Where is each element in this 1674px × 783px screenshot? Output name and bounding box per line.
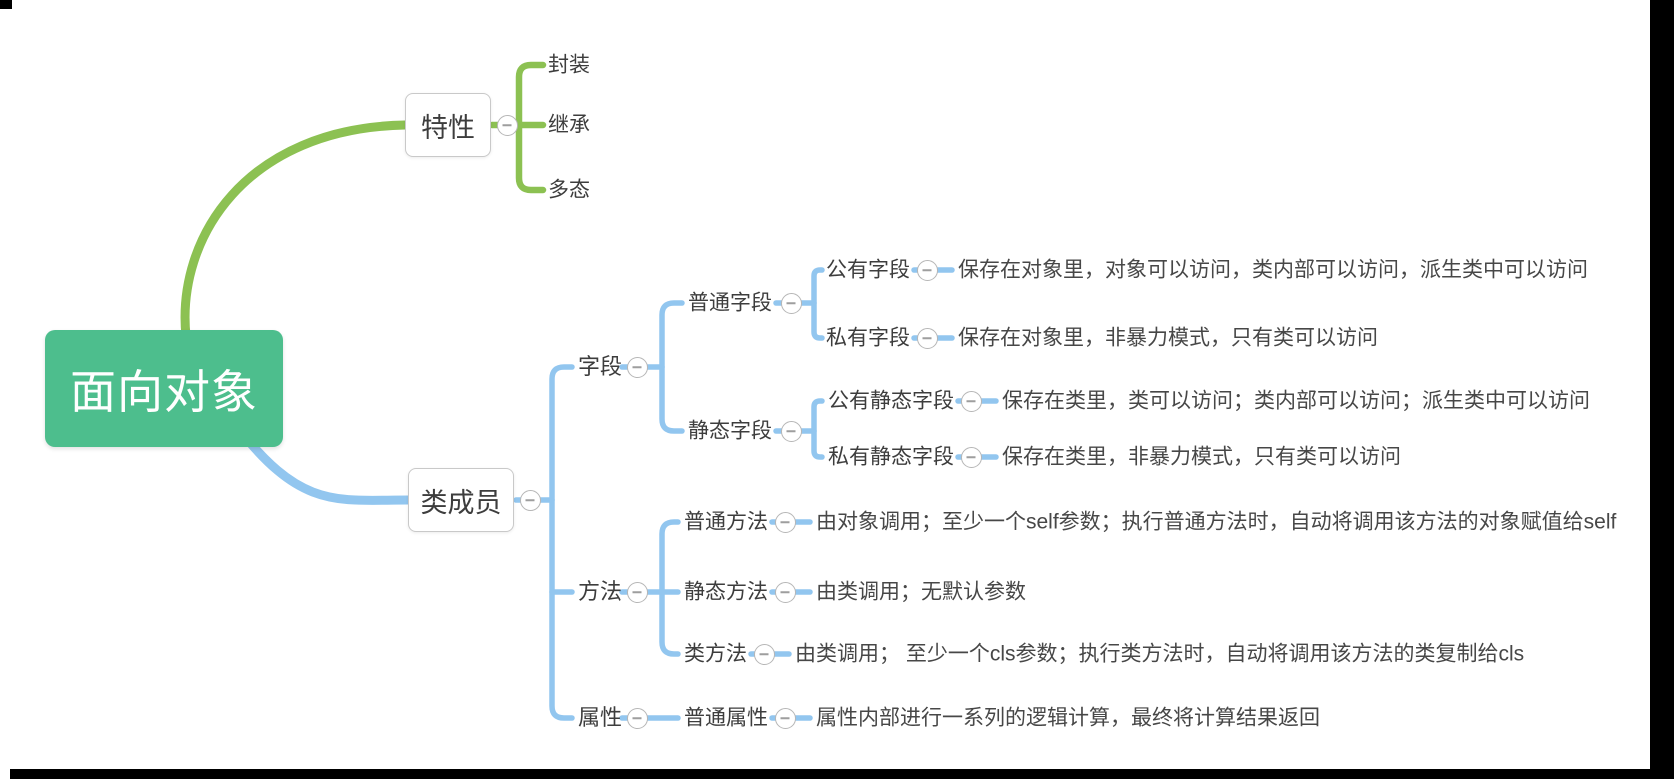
frame-right-edge — [1650, 0, 1674, 779]
node-class-members[interactable]: 类成员 — [408, 468, 514, 532]
collapse-button-static-method[interactable] — [774, 581, 796, 603]
static-fields-bracket-connector — [811, 398, 825, 460]
collapse-button-class-method[interactable] — [753, 643, 775, 665]
collapse-button-class-members[interactable] — [519, 489, 541, 511]
node-inheritance[interactable]: 继承 — [548, 113, 590, 137]
class-members-branch-curve — [233, 423, 413, 505]
note-normal-method[interactable]: 由对象调用；至少一个self参数；执行普通方法时，自动将调用该方法的对象赋值给s… — [816, 510, 1617, 534]
methods-bracket-connector — [659, 519, 681, 657]
node-encapsulation[interactable]: 封装 — [548, 53, 590, 77]
note-private-static-fields[interactable]: 保存在类里，非暴力模式，只有类可以访问 — [1002, 445, 1401, 469]
collapse-button-public-static-fields[interactable] — [960, 390, 982, 412]
features-branch-curve — [180, 120, 410, 341]
fields-bracket-connector — [659, 300, 685, 434]
collapse-button-normal-property[interactable] — [774, 707, 796, 729]
node-public-static-fields[interactable]: 公有静态字段 — [828, 389, 954, 413]
collapse-button-static-fields[interactable] — [780, 420, 802, 442]
note-private-fields[interactable]: 保存在对象里，非暴力模式，只有类可以访问 — [958, 326, 1378, 350]
note-static-method[interactable]: 由类调用；无默认参数 — [816, 580, 1026, 604]
class-members-bracket-connector — [549, 364, 575, 721]
collapse-button-fields[interactable] — [626, 356, 648, 378]
node-properties[interactable]: 属性 — [578, 705, 623, 730]
features-bracket-connector — [515, 61, 547, 194]
node-methods[interactable]: 方法 — [578, 579, 623, 604]
node-fields[interactable]: 字段 — [578, 354, 623, 379]
node-polymorphism[interactable]: 多态 — [548, 178, 590, 202]
node-private-static-fields[interactable]: 私有静态字段 — [828, 445, 954, 469]
collapse-button-normal-fields[interactable] — [780, 292, 802, 314]
note-public-static-fields[interactable]: 保存在类里，类可以访问；类内部可以访问；派生类中可以访问 — [1002, 389, 1590, 413]
collapse-button-features[interactable] — [496, 114, 518, 136]
normal-fields-bracket-connector — [811, 267, 825, 341]
note-class-method[interactable]: 由类调用； 至少一个cls参数；执行类方法时，自动将调用该方法的类复制给cls — [795, 642, 1525, 666]
collapse-button-properties[interactable] — [626, 707, 648, 729]
node-private-fields[interactable]: 私有字段 — [826, 326, 910, 350]
node-public-fields[interactable]: 公有字段 — [826, 258, 910, 282]
collapse-button-private-static-fields[interactable] — [960, 446, 982, 468]
frame-bottom-edge — [10, 769, 1674, 779]
frame-corner-notch — [0, 0, 12, 9]
node-normal-property[interactable]: 普通属性 — [684, 706, 768, 730]
note-public-fields[interactable]: 保存在对象里，对象可以访问，类内部可以访问，派生类中可以访问 — [958, 258, 1588, 282]
node-static-fields[interactable]: 静态字段 — [688, 419, 772, 443]
note-normal-property[interactable]: 属性内部进行一系列的逻辑计算，最终将计算结果返回 — [816, 706, 1320, 730]
collapse-button-methods[interactable] — [626, 581, 648, 603]
node-normal-fields[interactable]: 普通字段 — [688, 291, 772, 315]
node-static-method[interactable]: 静态方法 — [684, 580, 768, 604]
node-root[interactable]: 面向对象 — [45, 330, 283, 447]
node-class-method[interactable]: 类方法 — [684, 642, 747, 666]
node-features[interactable]: 特性 — [405, 93, 491, 157]
collapse-button-private-fields[interactable] — [916, 327, 938, 349]
collapse-button-public-fields[interactable] — [916, 259, 938, 281]
collapse-button-normal-method[interactable] — [774, 511, 796, 533]
node-normal-method[interactable]: 普通方法 — [684, 510, 768, 534]
